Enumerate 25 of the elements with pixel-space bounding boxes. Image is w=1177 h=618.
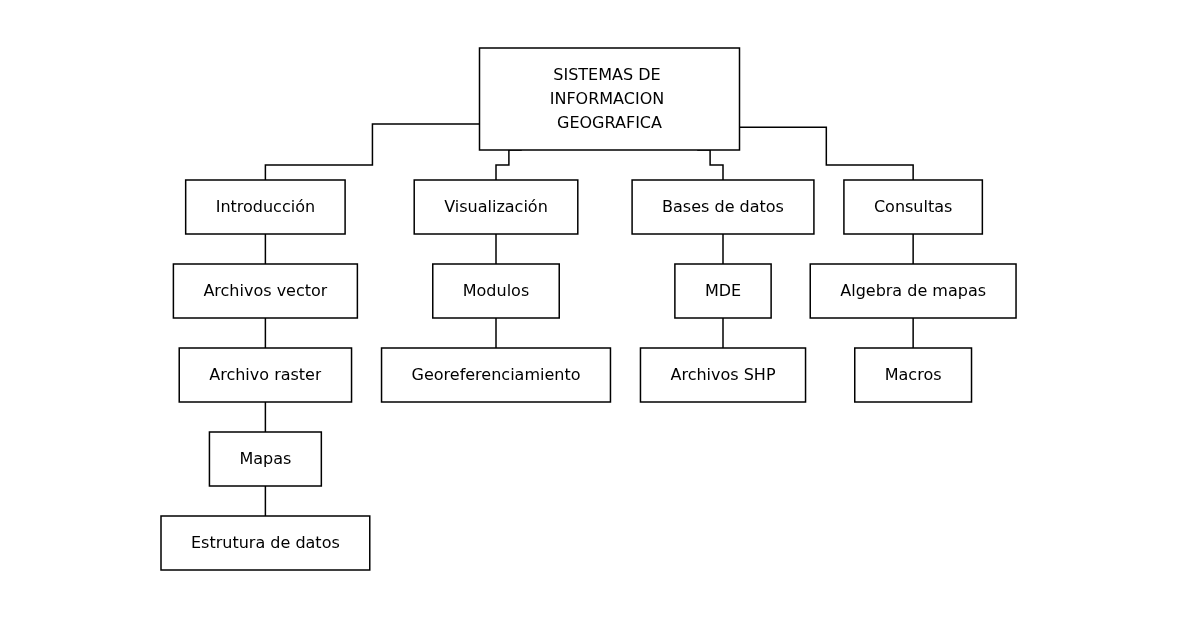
node-box: Estrutura de datos xyxy=(160,515,371,571)
connector xyxy=(264,233,267,265)
connector xyxy=(495,233,497,265)
node-box: SISTEMAS DE INFORMACION GEOGRAFICA xyxy=(478,47,741,151)
node-box: Mapas xyxy=(208,431,323,487)
node-box: Georeferenciamiento xyxy=(380,347,612,403)
node-box: Consultas xyxy=(843,179,984,235)
connector xyxy=(495,317,497,349)
connector xyxy=(912,317,914,349)
node-box: Introducción xyxy=(184,179,346,235)
connector xyxy=(264,401,267,433)
node-box: Archivo raster xyxy=(178,347,353,403)
node-box: Macros xyxy=(854,347,973,403)
connector xyxy=(264,485,267,517)
connector xyxy=(912,233,914,265)
connector xyxy=(722,317,724,349)
node-box: Archivos vector xyxy=(172,263,359,319)
node-box: MDE xyxy=(674,263,772,319)
node-box: Algebra de mapas xyxy=(809,263,1017,319)
connector xyxy=(722,233,724,265)
node-box: Bases de datos xyxy=(631,179,815,235)
connector xyxy=(264,317,267,349)
node-box: Visualización xyxy=(413,179,579,235)
node-box: Archivos SHP xyxy=(639,347,807,403)
node-box: Modulos xyxy=(432,263,560,319)
